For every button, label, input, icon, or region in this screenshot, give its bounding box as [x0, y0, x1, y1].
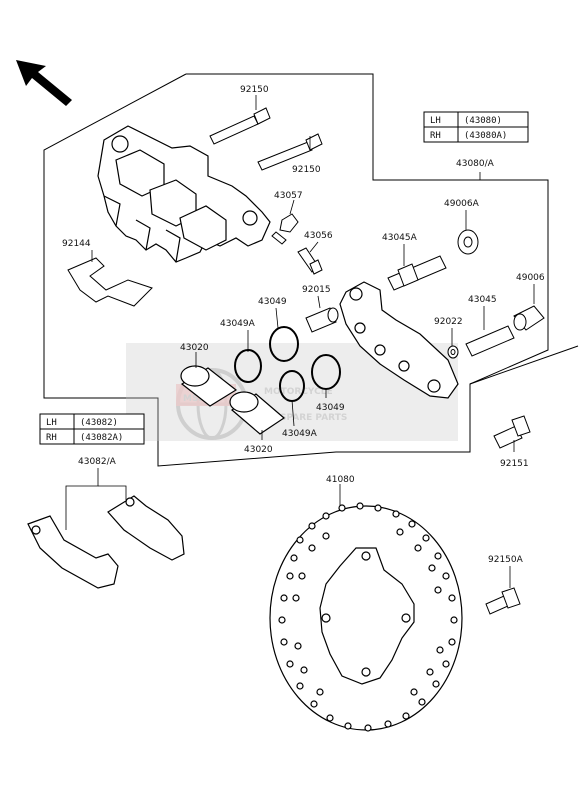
label-92150-mid: 92150 [292, 165, 321, 175]
label-49006: 49006 [516, 273, 545, 283]
watermark-line-2: SPARE PARTS [280, 413, 347, 423]
label-92015: 92015 [302, 285, 331, 295]
bracket-43080A [339, 281, 459, 399]
ref-caliper-part-1: (43080A) [464, 131, 507, 141]
label-92150A: 92150A [488, 555, 524, 565]
ref-caliper-part-0: (43080) [464, 116, 502, 126]
pad-group-outline [469, 345, 579, 385]
boot-49006 [513, 305, 545, 331]
seal-43049-top [269, 326, 299, 362]
label-43045: 43045 [468, 295, 497, 305]
ref-pads-side-1: RH [46, 433, 57, 443]
caliper-assembly-outline [43, 73, 549, 467]
label-43049-bot: 43049 [316, 403, 345, 413]
label-92151: 92151 [500, 459, 529, 469]
label-43080A: 43080/A [456, 159, 495, 169]
label-43020-bot: 43020 [244, 445, 273, 455]
bolt-92150A [485, 587, 521, 615]
label-43049A-top: 43049A [220, 319, 256, 329]
part-labels: 92150 92150 43057 43056 92144 43045A 490… [62, 85, 545, 565]
label-49006A: 49006A [444, 199, 480, 209]
slide-pin-43045 [465, 325, 515, 357]
bleeder-valve-43056 [297, 247, 323, 275]
label-43057: 43057 [274, 191, 303, 201]
slide-pin-43045A [387, 255, 447, 291]
label-43056: 43056 [304, 231, 333, 241]
pin-92150-top [209, 107, 271, 145]
piston-43020-bot [229, 391, 285, 435]
bolt-92151 [493, 415, 531, 449]
label-92144: 92144 [62, 239, 91, 249]
boot-49006A [457, 229, 479, 255]
piston-43020-top [180, 365, 238, 407]
ref-pads-part-0: (43082) [80, 418, 118, 428]
label-43045A: 43045A [382, 233, 418, 243]
ref-pads-side-0: LH [46, 418, 57, 428]
ref-table-caliper: LH (43080) RH (43080A) [423, 111, 529, 143]
label-92022: 92022 [434, 317, 463, 327]
pad-spring-92144 [67, 257, 153, 307]
label-43082A: 43082/A [78, 457, 117, 467]
label-43049-top: 43049 [258, 297, 287, 307]
caliper-body [97, 125, 271, 263]
leader-lines [65, 95, 535, 588]
brake-pads-43082A [27, 495, 185, 589]
label-92150-top: 92150 [240, 85, 269, 95]
front-direction-arrow-icon [16, 60, 72, 106]
label-43020-top: 43020 [180, 343, 209, 353]
watermark-logo: MSP [183, 394, 205, 404]
ref-caliper-side-1: RH [430, 131, 441, 141]
watermark-line-1: MOTORCYCLE [264, 387, 333, 397]
ref-pads-part-1: (43082A) [80, 433, 123, 443]
washer-92022 [447, 345, 459, 359]
sleeve-92015 [305, 307, 339, 333]
ref-table-pads: LH (43082) RH (43082A) [39, 413, 145, 445]
label-43049A-bot: 43049A [282, 429, 318, 439]
brake-disc-41080 [269, 502, 463, 732]
ref-caliper-side-0: LH [430, 116, 441, 126]
label-41080: 41080 [326, 475, 355, 485]
bleeder-cap-43057 [271, 213, 299, 245]
